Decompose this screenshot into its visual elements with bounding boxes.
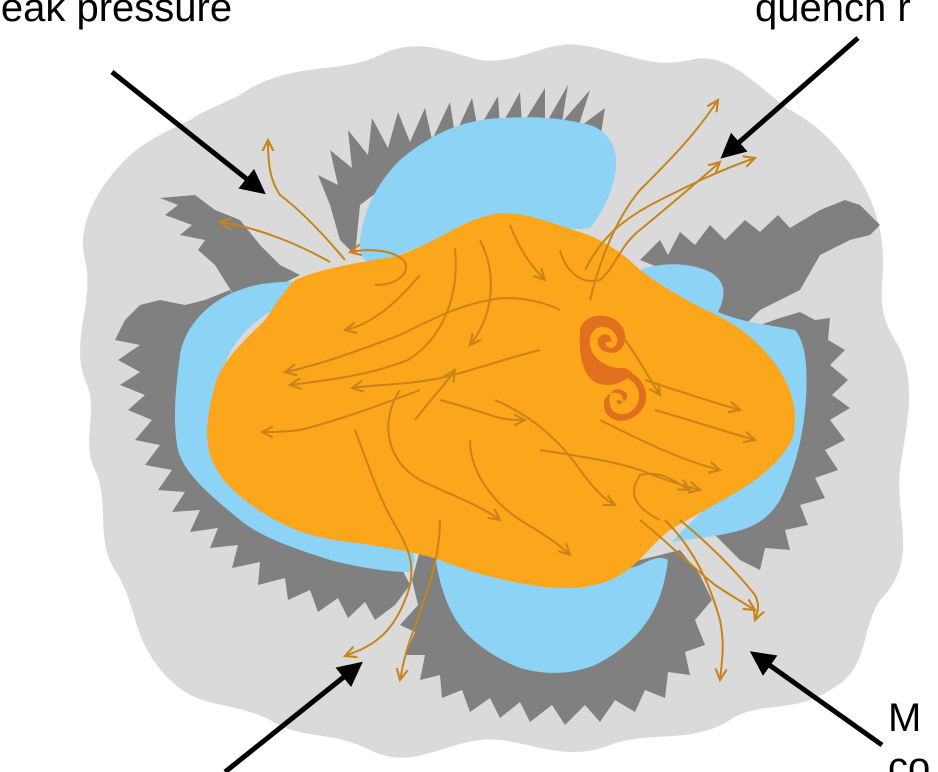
label-bottom-right-line2: co — [888, 747, 930, 772]
label-quench: quench r — [755, 0, 911, 28]
label-leak-pressure: leak pressure — [0, 0, 232, 28]
label-bottom-right-line1: M — [888, 698, 921, 738]
